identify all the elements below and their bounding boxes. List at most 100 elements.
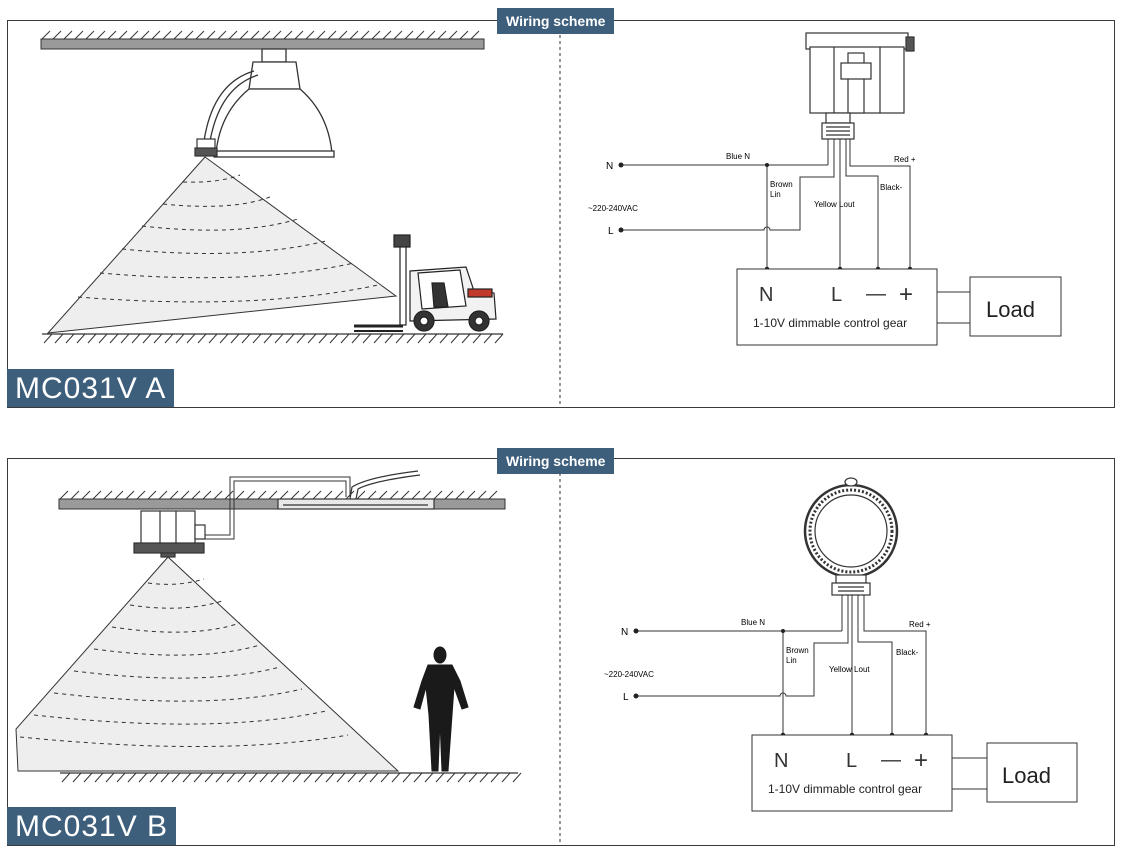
hatch-mark	[455, 490, 465, 500]
wire-yellow-label: Yellow Lout	[814, 200, 855, 209]
gear-terminal-n: N	[774, 750, 788, 772]
hatch-mark	[114, 490, 124, 500]
terminal-n-label: N	[606, 161, 613, 172]
hatch-mark	[373, 333, 383, 344]
wire-brown-label-line1: Brown	[786, 646, 809, 655]
sensor-unit-top-view	[805, 32, 915, 140]
hatch-mark	[411, 490, 421, 500]
hatch-mark	[120, 333, 130, 344]
wire-blue-label: Blue N	[726, 152, 750, 161]
hatch-mark	[138, 772, 148, 783]
hatch-mark	[142, 333, 152, 344]
high-bay-lamp	[203, 48, 335, 158]
gear-terminal-plus: +	[899, 281, 913, 308]
hatch-mark	[76, 333, 86, 344]
hatch-mark	[107, 30, 117, 40]
hatch-mark	[208, 333, 218, 344]
hatch-mark	[380, 772, 390, 783]
hatch-mark	[360, 30, 370, 40]
hatch-mark	[472, 333, 482, 344]
load-box: Load	[969, 276, 1062, 337]
hatch-mark	[241, 333, 251, 344]
detection-zone	[15, 556, 400, 772]
hatch-mark	[149, 772, 159, 783]
hatch-mark	[290, 490, 300, 500]
hatch-mark	[382, 30, 392, 40]
hatch-mark	[356, 490, 366, 500]
hatch-mark	[501, 772, 511, 783]
hatch-mark	[160, 772, 170, 783]
sensor-cable	[200, 476, 351, 540]
hatch-mark	[470, 30, 480, 40]
hatch-mark	[72, 772, 82, 783]
junction-dots	[633, 628, 929, 738]
hatch-mark	[358, 772, 368, 783]
motion-sensor	[133, 510, 206, 558]
ceiling	[40, 30, 485, 50]
hatch-mark	[83, 772, 93, 783]
motion-sensor	[194, 138, 218, 157]
hatch-mark	[413, 772, 423, 783]
hatch-mark	[406, 333, 416, 344]
wire-brown-label-line2: Lin	[770, 190, 781, 199]
hatch-mark	[400, 490, 410, 500]
hatch-mark	[59, 490, 69, 500]
hatch-mark	[109, 333, 119, 344]
hatch-mark	[301, 490, 311, 500]
hatch-mark	[338, 30, 348, 40]
hatch-mark	[512, 772, 522, 783]
hatch-mark	[230, 333, 240, 344]
hatch-mark	[116, 772, 126, 783]
hatch-mark	[327, 30, 337, 40]
hatch-mark	[296, 333, 306, 344]
hatch-mark	[54, 333, 64, 344]
hatch-mark	[228, 30, 238, 40]
hatch-mark	[105, 772, 115, 783]
control-gear-box: N L — + 1-10V dimmable control gear	[751, 734, 953, 812]
hatch-mark	[378, 490, 388, 500]
terminal-l-label: L	[623, 692, 629, 703]
hatch-mark	[424, 772, 434, 783]
hatch-mark	[371, 30, 381, 40]
hatch-mark	[395, 333, 405, 344]
gear-terminal-n: N	[759, 284, 773, 306]
hatch-mark	[479, 772, 489, 783]
hatch-mark	[250, 30, 260, 40]
hatch-mark	[257, 490, 267, 500]
gear-terminal-l: L	[846, 750, 857, 772]
model-name-a: MC031V A	[7, 369, 175, 407]
hatch-mark	[175, 333, 185, 344]
hatch-mark	[270, 772, 280, 783]
wire-brown-label-line2: Lin	[786, 656, 797, 665]
hatch-mark	[433, 490, 443, 500]
hatch-mark	[235, 490, 245, 500]
hatch-mark	[417, 333, 427, 344]
hatch-mark	[182, 772, 192, 783]
hatch-mark	[444, 490, 454, 500]
hatch-mark	[494, 333, 504, 344]
gear-terminal-plus: +	[914, 747, 928, 774]
hatch-mark	[428, 333, 438, 344]
hatch-mark	[263, 333, 273, 344]
hatch-mark	[292, 772, 302, 783]
wire-yellow-label: Yellow Lout	[829, 665, 870, 674]
wire-brown-label: Brown Lin	[770, 180, 795, 199]
hatch-mark	[195, 30, 205, 40]
hatch-mark	[274, 333, 284, 344]
hatch-mark	[466, 490, 476, 500]
panel-b-drawing: N L ~220-240VAC Blue N Brown Lin Yellow …	[15, 461, 1078, 843]
hatch-mark	[43, 333, 53, 344]
hatch-mark	[384, 333, 394, 344]
hatch-mark	[318, 333, 328, 344]
hatch-mark	[81, 490, 91, 500]
gear-terminal-minus: —	[866, 283, 886, 305]
hatch-mark	[184, 30, 194, 40]
hatch-mark	[239, 30, 249, 40]
load-label: Load	[1002, 763, 1051, 788]
hatch-mark	[206, 30, 216, 40]
hatch-mark	[98, 333, 108, 344]
hatch-mark	[74, 30, 84, 40]
hatch-mark	[92, 490, 102, 500]
detection-zone	[46, 156, 398, 334]
gear-terminal-l: L	[831, 284, 842, 306]
